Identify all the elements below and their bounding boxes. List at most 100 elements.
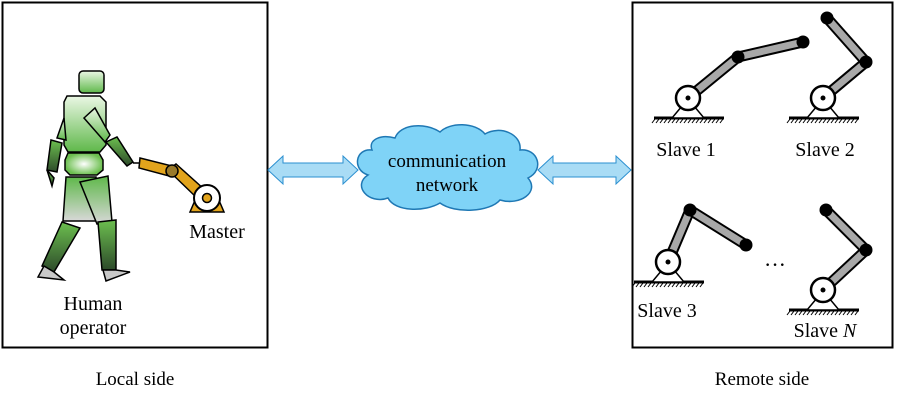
ground-hatch	[818, 118, 823, 124]
ground-hatch	[643, 282, 648, 288]
ground-hatch	[683, 282, 688, 288]
ground-hatch	[667, 282, 672, 288]
link	[823, 207, 869, 253]
base-pivot	[685, 95, 691, 101]
ground-hatch	[826, 118, 831, 124]
slave-robot-1	[651, 35, 810, 124]
base-pivot	[820, 95, 826, 101]
ground-hatch	[719, 118, 724, 124]
human-label-line1: Human	[64, 293, 123, 315]
ground-hatch	[794, 118, 799, 124]
bidirectional-arrow-right	[537, 154, 632, 186]
ground-hatch	[675, 118, 680, 124]
ground-hatch	[675, 282, 680, 288]
ground-hatch	[834, 310, 839, 316]
ground-hatch	[687, 118, 692, 124]
ground-hatch	[794, 310, 799, 316]
ground-hatch	[826, 310, 831, 316]
ground-hatch	[830, 118, 835, 124]
ground-hatch	[631, 282, 636, 288]
slave-1-label: Slave 1	[656, 139, 715, 161]
human-operator-figure	[36, 70, 135, 282]
slave-robot-4	[786, 203, 873, 316]
joint	[731, 50, 745, 64]
master-device	[133, 157, 226, 213]
ground-hatch	[707, 118, 712, 124]
end-effector	[820, 11, 834, 25]
slave-3-label: Slave 3	[637, 300, 696, 322]
local-side-box	[1, 1, 269, 349]
ground-hatch	[846, 310, 851, 316]
end-effector	[796, 35, 810, 49]
master-label: Master	[189, 221, 245, 243]
ground-hatch	[671, 282, 676, 288]
ground-hatch	[635, 282, 640, 288]
ground-hatch	[687, 282, 692, 288]
slave-n-prefix: Slave	[794, 320, 843, 342]
ground-hatch	[838, 118, 843, 124]
ground-hatch	[846, 118, 851, 124]
ground-hatch	[695, 118, 700, 124]
ground-hatch	[854, 310, 859, 316]
end-effector	[739, 238, 753, 252]
ground-hatch	[814, 310, 819, 316]
ground-hatch	[814, 118, 819, 124]
ground-hatch	[790, 310, 795, 316]
human-label-line2: operator	[60, 317, 127, 339]
ground-hatch	[806, 310, 811, 316]
ground-hatch	[691, 118, 696, 124]
remote-side-box	[631, 1, 894, 349]
slave-n-var: N	[842, 320, 858, 342]
ground-hatch	[802, 118, 807, 124]
ground-hatch	[655, 118, 660, 124]
ground-hatch	[699, 118, 704, 124]
ground-hatch	[699, 282, 704, 288]
ground-hatch	[786, 118, 791, 124]
ground-hatch	[838, 310, 843, 316]
ground-hatch	[651, 282, 656, 288]
ground-hatch	[659, 282, 664, 288]
ground-hatch	[806, 118, 811, 124]
network-label-line1: communication	[388, 151, 507, 172]
ground-hatch	[679, 118, 684, 124]
ground-hatch	[798, 118, 803, 124]
base-pivot	[820, 287, 826, 293]
ground-hatch	[659, 118, 664, 124]
network-label-line2: network	[416, 175, 479, 196]
ground-hatch	[798, 310, 803, 316]
ground-hatch	[703, 118, 708, 124]
communication-network-cloud	[356, 124, 539, 211]
ground-hatch	[647, 282, 652, 288]
ground-hatch	[639, 282, 644, 288]
ground-hatch	[834, 118, 839, 124]
ground-hatch	[810, 118, 815, 124]
ground-hatch	[786, 310, 791, 316]
base-pivot	[665, 259, 671, 265]
link	[824, 15, 869, 65]
ground-hatch	[695, 282, 700, 288]
ground-hatch	[854, 118, 859, 124]
joint	[859, 55, 873, 69]
slave-2-label: Slave 2	[795, 139, 854, 161]
remote-side-caption: Remote side	[715, 369, 809, 390]
ground-hatch	[679, 282, 684, 288]
ground-hatch	[663, 282, 668, 288]
ground-hatch	[711, 118, 716, 124]
ground-hatch	[822, 310, 827, 316]
link	[688, 207, 748, 248]
ground-hatch	[810, 310, 815, 316]
slave-robot-2	[786, 11, 873, 124]
local-side-caption: Local side	[96, 369, 175, 390]
ground-hatch	[663, 118, 668, 124]
end-effector	[819, 203, 833, 217]
joint	[859, 243, 873, 257]
ground-hatch	[651, 118, 656, 124]
ground-hatch	[667, 118, 672, 124]
ground-hatch	[715, 118, 720, 124]
link	[737, 38, 804, 61]
bidirectional-arrow-left	[267, 154, 359, 186]
ellipsis: ···	[764, 252, 786, 277]
ground-hatch	[802, 310, 807, 316]
